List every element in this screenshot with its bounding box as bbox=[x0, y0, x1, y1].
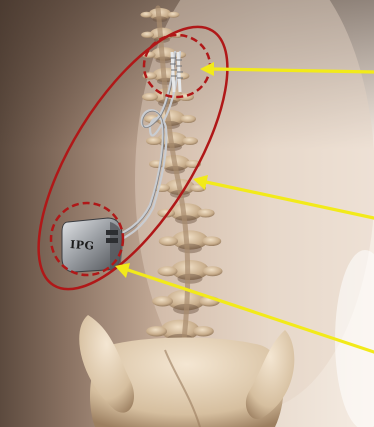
ipg-label: IPG bbox=[70, 238, 95, 253]
